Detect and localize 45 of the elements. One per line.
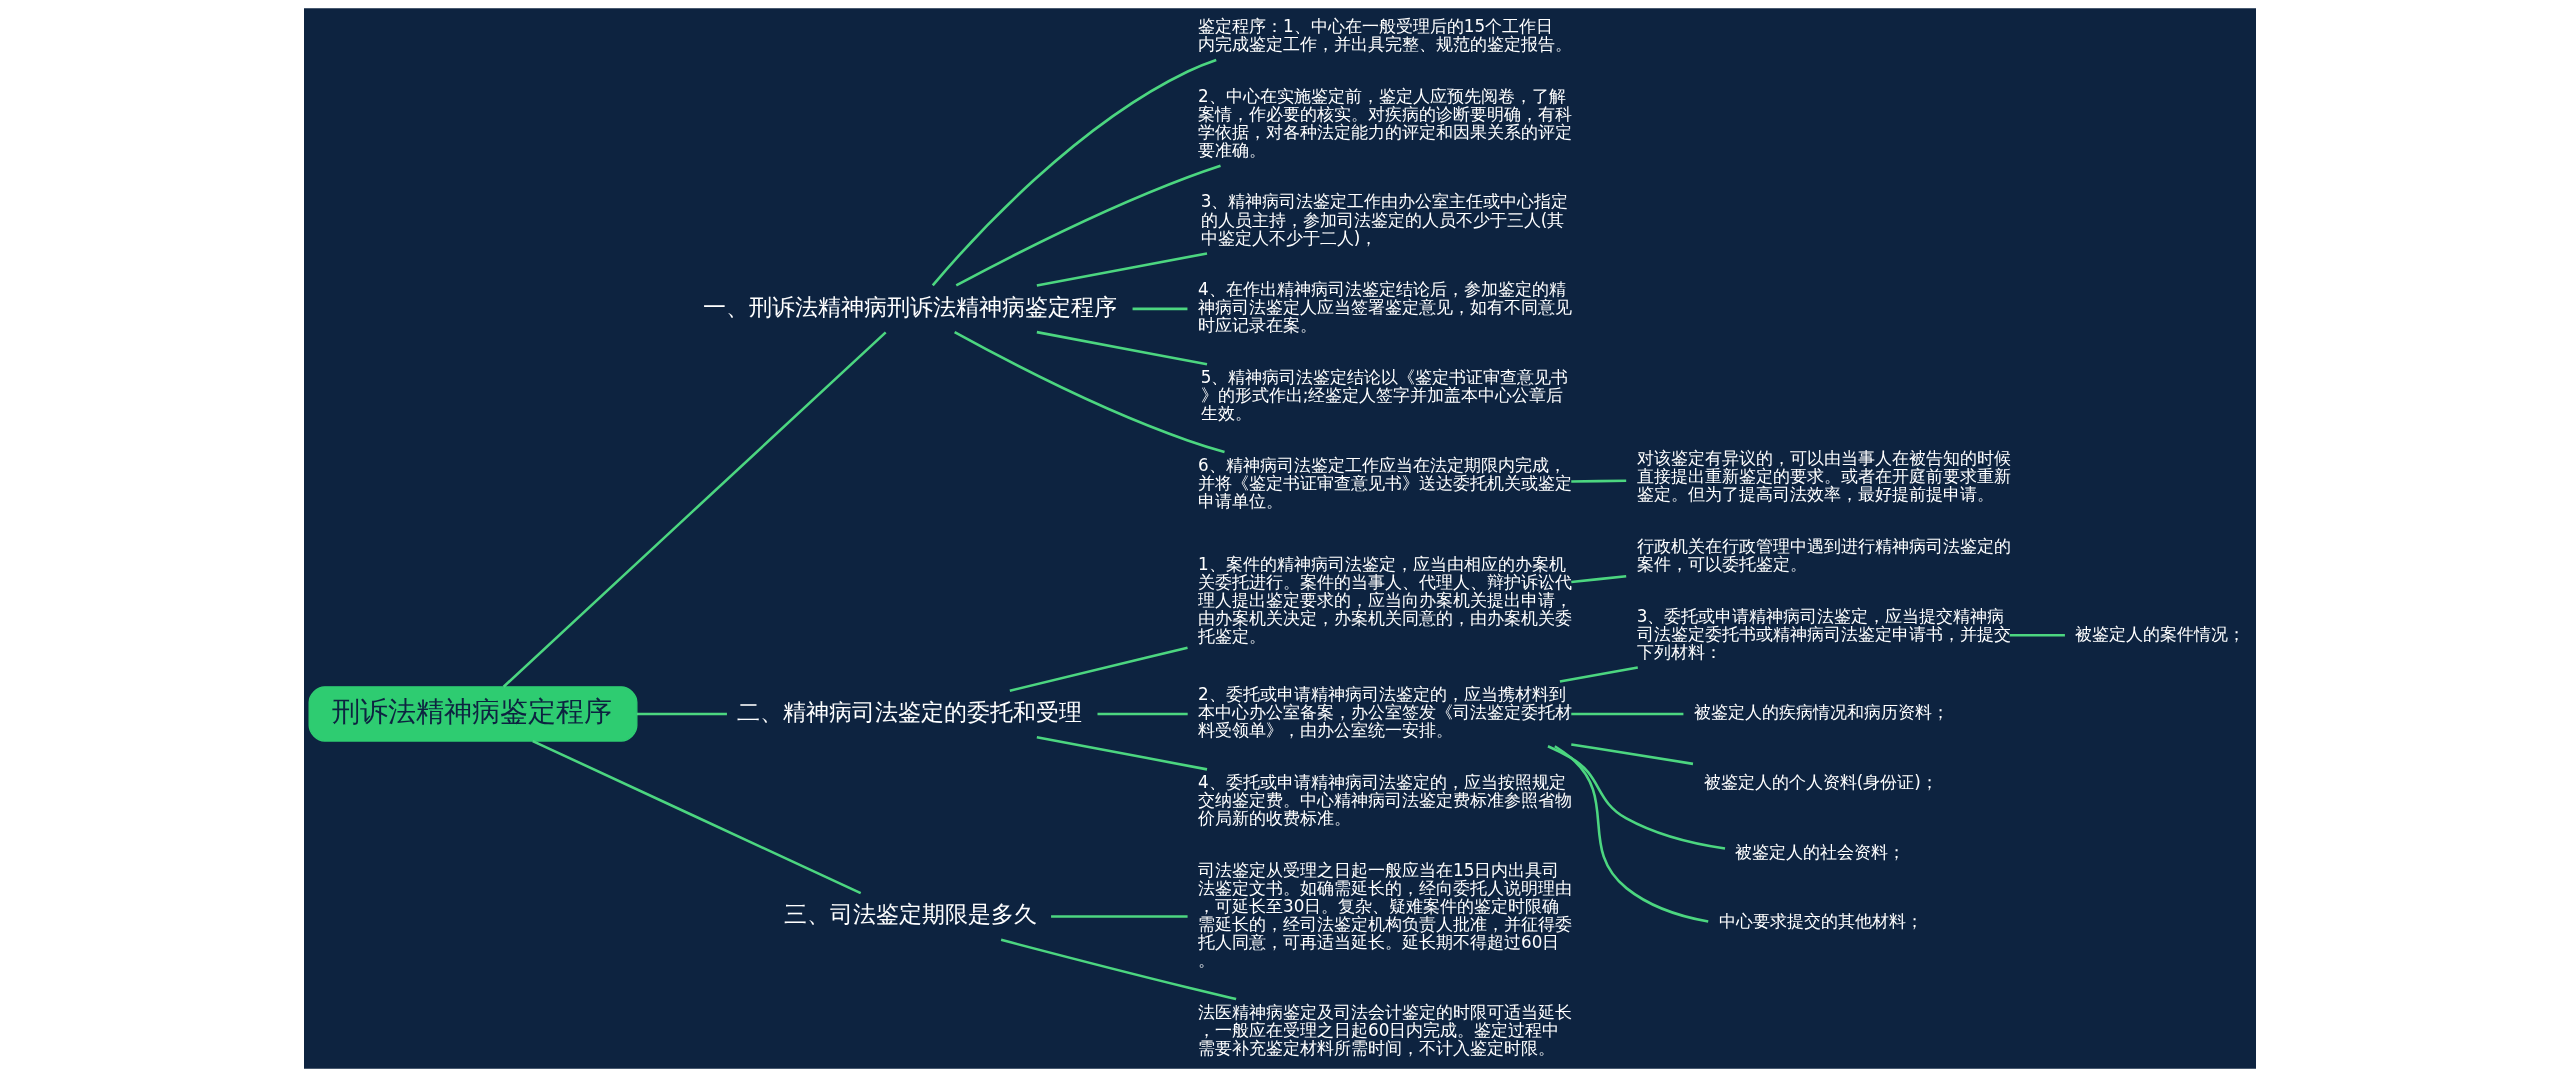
connector <box>532 739 862 895</box>
node-text: 行政机关在行政管理中遇到进行精神病司法鉴定的案件，可以委托鉴定。 <box>1636 535 2011 574</box>
connector <box>1097 712 1188 716</box>
connector <box>931 58 1217 287</box>
node-text: 一、刑诉法精神病刑诉法精神病鉴定程序 <box>702 292 1117 320</box>
node-text: 被鉴定人的社会资料； <box>1735 841 1906 862</box>
node-text: 司法鉴定从受理之日起一般应当在15日内出具司法鉴定文书。如确需延长的，经向委托人说明理由，可延长至30日。复杂、疑难案件的鉴定时限确需延长的，经司法鉴定机构负责人批准，并征得委托人同意，可再适当延长。延长期不得超过60日。 <box>1198 859 1573 971</box>
connector <box>1571 479 1627 483</box>
connector <box>502 331 887 688</box>
node-text: 被鉴定人的个人资料(身份证)； <box>1703 772 1938 793</box>
connector <box>1559 666 1639 683</box>
node-text: 4、在作出精神病司法鉴定结论后，参加鉴定的精神病司法鉴定人应当签署鉴定意见，如有不同意见时应记录在案。 <box>1198 279 1573 336</box>
connector <box>636 712 727 716</box>
connector <box>1036 252 1208 287</box>
node-text: 三、司法鉴定期限是多久 <box>783 900 1037 928</box>
connector <box>1132 307 1188 311</box>
node-text: 5、精神病司法鉴定结论以《鉴定书证审查意见书》的形式作出;经鉴定人签字并加盖本中心公章后生效。 <box>1200 366 1569 424</box>
node-text: 1、案件的精神病司法鉴定，应当由相应的办案机关委托进行。案件的当事人、代理人、辩护诉讼代理人提出鉴定要求的，应当向办案机关提出申请，由办案机关决定，办案机关同意的，由办案机关委托鉴定。 <box>1198 553 1573 647</box>
connector <box>1051 915 1188 918</box>
node-box: 刑诉法精神病鉴定程序 <box>308 686 638 742</box>
connector <box>2009 633 2065 637</box>
connector <box>1000 938 1237 1001</box>
node-text: 被鉴定人的案件情况； <box>2075 623 2246 644</box>
node-text: 被鉴定人的疾病情况和病历资料； <box>1694 702 1950 723</box>
connector <box>954 330 1225 454</box>
connector <box>1554 745 1709 923</box>
connector <box>1571 575 1627 584</box>
node-text: 3、精神病司法鉴定工作由办公室主任或中心指定的人员主持，参加司法鉴定的人员不少于三人(其中鉴定人不少于二人)， <box>1200 191 1569 248</box>
node-text: 3、委托或申请精神病司法鉴定，应当提交精神病司法鉴定委托书或精神病司法鉴定申请书，并提交下列材料： <box>1636 605 2011 662</box>
node-text: 2、中心在实施鉴定前，鉴定人应预先阅卷，了解案情，作必要的核实。对疾病的诊断要明确，有科学依据，对各种法定能力的评定和因果关系的评定要准确。 <box>1198 85 1573 160</box>
connector <box>1036 330 1208 366</box>
node-text: 中心要求提交的其他材料； <box>1718 911 1923 932</box>
node-text: 二、精神病司法鉴定的委托和受理 <box>737 697 1083 725</box>
connector <box>1009 646 1188 692</box>
node-text: 2、委托或申请精神病司法鉴定的，应当携材料到本中心办公室备案，办公室签发《司法鉴定委托材料受领单》，由办公室统一安排。 <box>1198 684 1573 741</box>
connector <box>1571 712 1684 716</box>
connector <box>1036 735 1208 771</box>
node-text: 鉴定程序：1、中心在一般受理后的15个工作日内完成鉴定工作，并出具完整、规范的鉴定报告。 <box>1198 15 1573 55</box>
connector <box>1571 743 1694 766</box>
node-text: 对该鉴定有异议的，可以由当事人在被告知的时候直接提出重新鉴定的要求。或者在开庭前要求重新鉴定。但为了提高司法效率，最好提前提申请。 <box>1636 448 2011 505</box>
node-text: 4、委托或申请精神病司法鉴定的，应当按照规定交纳鉴定费。中心精神病司法鉴定费标准参照省物价局新的收费标准。 <box>1198 772 1573 829</box>
connector <box>1547 745 1726 850</box>
connector <box>955 164 1221 287</box>
node-text: 法医精神病鉴定及司法会计鉴定的时限可适当延长，一般应在受理之日起60日内完成。鉴定过程中需要补充鉴定材料所需时间，不计入鉴定时限。 <box>1198 1001 1573 1058</box>
node-text: 6、精神病司法鉴定工作应当在法定期限内完成，并将《鉴定书证审查意见书》送达委托机关或鉴定申请单位。 <box>1198 454 1573 511</box>
